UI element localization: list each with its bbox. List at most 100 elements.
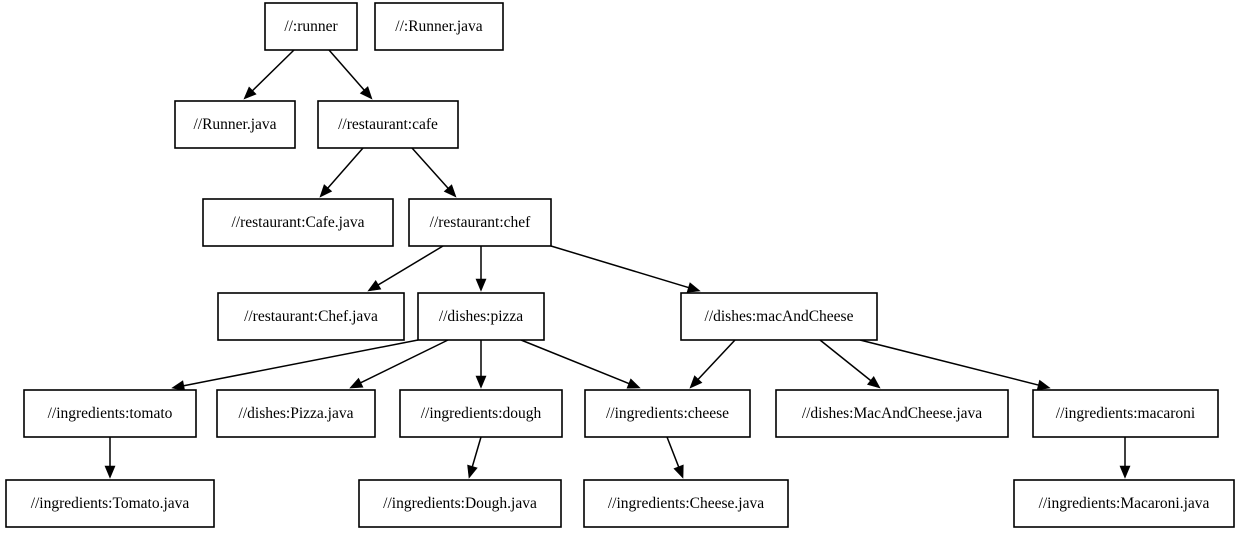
graph-node-cafe_java[interactable]: //restaurant:Cafe.java xyxy=(202,198,394,247)
edge-line xyxy=(377,245,444,286)
graph-edge xyxy=(475,246,487,292)
graph-edge xyxy=(367,245,444,292)
edge-line xyxy=(819,339,872,382)
edge-line xyxy=(183,339,419,387)
edge-line xyxy=(550,245,689,289)
graph-edge xyxy=(104,437,116,479)
edge-line xyxy=(471,436,482,467)
node-box[interactable] xyxy=(417,292,545,341)
edge-line xyxy=(360,339,449,384)
node-box[interactable] xyxy=(317,100,459,149)
node-label: //:Runner.java xyxy=(395,18,483,35)
node-box[interactable] xyxy=(680,292,878,341)
node-box[interactable] xyxy=(264,2,358,51)
node-label: //Runner.java xyxy=(193,116,276,133)
graph-node-cheese[interactable]: //ingredients:cheese xyxy=(584,389,751,438)
graph-edge xyxy=(666,436,684,479)
node-label: //dishes:Pizza.java xyxy=(239,405,354,422)
edge-arrowhead xyxy=(686,282,701,293)
node-label: //:runner xyxy=(284,18,338,35)
graph-edge xyxy=(328,49,373,100)
node-label: //ingredients:Tomato.java xyxy=(31,495,190,512)
node-box[interactable] xyxy=(358,479,562,528)
edge-line xyxy=(327,147,364,189)
node-box[interactable] xyxy=(584,389,751,438)
graph-edge xyxy=(467,436,482,479)
graph-node-macandcheese_java[interactable]: //dishes:MacAndCheese.java xyxy=(775,389,1009,438)
node-label: //restaurant:Chef.java xyxy=(244,308,378,325)
node-box[interactable] xyxy=(174,100,296,149)
node-box[interactable] xyxy=(1032,389,1219,438)
graph-node-runner_java[interactable]: //Runner.java xyxy=(174,100,296,149)
node-label: //ingredients:Dough.java xyxy=(383,495,537,512)
node-label: //ingredients:Macaroni.java xyxy=(1039,495,1210,512)
graph-node-dough[interactable]: //ingredients:dough xyxy=(399,389,563,438)
node-box[interactable] xyxy=(1013,479,1235,528)
graph-edge xyxy=(411,147,457,198)
edge-arrowhead xyxy=(349,377,364,389)
node-label: //ingredients:macaroni xyxy=(1056,405,1196,422)
edge-line xyxy=(520,339,630,385)
node-box[interactable] xyxy=(202,198,394,247)
node-label: //ingredients:cheese xyxy=(606,405,729,422)
edge-arrowhead xyxy=(243,86,257,100)
graph-edge xyxy=(1119,437,1131,479)
edge-arrowhead xyxy=(467,464,478,479)
graph-edge xyxy=(520,339,641,389)
graph-node-chef[interactable]: //restaurant:chef xyxy=(408,198,552,247)
node-box[interactable] xyxy=(399,389,563,438)
graph-edge xyxy=(171,339,419,391)
graph-node-pizza_java[interactable]: //dishes:Pizza.java xyxy=(216,389,376,438)
node-label: //ingredients:tomato xyxy=(48,405,173,422)
edge-line xyxy=(328,49,365,91)
graph-node-tomato[interactable]: //ingredients:tomato xyxy=(23,389,197,438)
graph-node-macaroni_java[interactable]: //ingredients:Macaroni.java xyxy=(1013,479,1235,528)
node-box[interactable] xyxy=(23,389,197,438)
edge-arrowhead xyxy=(1119,465,1131,479)
nodes-layer: //:runner //:Runner.java //Runner.java //re… xyxy=(5,2,1235,528)
node-label: //dishes:macAndCheese xyxy=(705,308,854,325)
node-box[interactable] xyxy=(5,479,215,528)
graph-node-runner_java_root[interactable]: //:Runner.java xyxy=(374,2,504,51)
edge-arrowhead xyxy=(1036,379,1051,391)
edge-arrowhead xyxy=(475,375,487,389)
graph-edge xyxy=(689,339,736,389)
graph-node-macaroni[interactable]: //ingredients:macaroni xyxy=(1032,389,1219,438)
node-box[interactable] xyxy=(216,389,376,438)
graph-edge xyxy=(349,339,449,389)
node-box[interactable] xyxy=(583,479,789,528)
edge-arrowhead xyxy=(689,375,703,389)
node-box[interactable] xyxy=(408,198,552,247)
edge-arrowhead xyxy=(475,278,487,292)
node-label: //ingredients:dough xyxy=(421,405,542,422)
graph-node-tomato_java[interactable]: //ingredients:Tomato.java xyxy=(5,479,215,528)
edges-layer xyxy=(104,49,1131,479)
edge-line xyxy=(859,339,1039,386)
graph-edge xyxy=(475,340,487,389)
graph-node-dough_java[interactable]: //ingredients:Dough.java xyxy=(358,479,562,528)
edge-arrowhead xyxy=(171,380,186,391)
graph-node-macandcheese[interactable]: //dishes:macAndCheese xyxy=(680,292,878,341)
node-box[interactable] xyxy=(217,292,405,341)
edge-arrowhead xyxy=(359,86,373,100)
graph-node-pizza[interactable]: //dishes:pizza xyxy=(417,292,545,341)
graph-node-chef_java[interactable]: //restaurant:Chef.java xyxy=(217,292,405,341)
edge-arrowhead xyxy=(673,464,684,479)
edge-arrowhead xyxy=(319,184,333,198)
node-label: //restaurant:chef xyxy=(430,214,532,231)
graph-node-cheese_java[interactable]: //ingredients:Cheese.java xyxy=(583,479,789,528)
node-box[interactable] xyxy=(775,389,1009,438)
node-box[interactable] xyxy=(374,2,504,51)
edge-arrowhead xyxy=(443,184,457,198)
graph-edge xyxy=(859,339,1051,391)
graph-edge xyxy=(819,339,881,389)
node-label: //ingredients:Cheese.java xyxy=(608,495,764,512)
edge-arrowhead xyxy=(866,376,881,389)
node-label: //restaurant:cafe xyxy=(338,116,438,133)
edge-arrowhead xyxy=(626,378,641,389)
graph-node-runner[interactable]: //:runner xyxy=(264,2,358,51)
graph-node-cafe[interactable]: //restaurant:cafe xyxy=(317,100,459,149)
edge-line xyxy=(666,436,680,468)
